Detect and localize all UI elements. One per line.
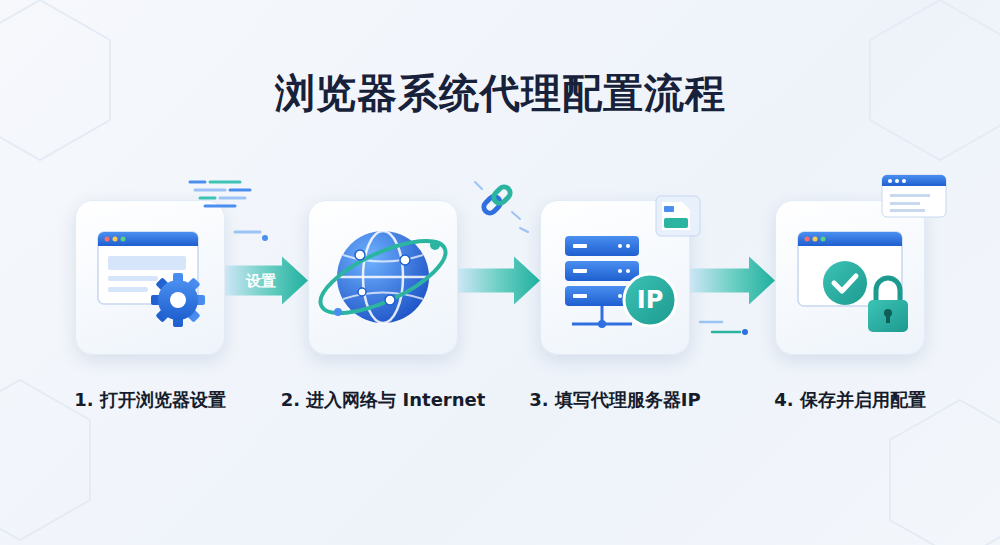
connector-dots [700,322,748,335]
card-box [75,200,225,355]
card-box [540,200,690,355]
step-label: 2. 进入网络与 Internet [263,386,503,413]
code-lines [190,182,268,241]
flow-arrow [458,257,540,305]
flow-arrow [690,257,775,305]
server-icon [565,196,700,328]
browser-secure-icon [798,175,946,332]
step-label: 1. 打开浏览器设置 [30,386,270,413]
card-box [308,200,458,355]
badge-text: IP [637,286,664,314]
step-card: 3. 填写代理服务器IP [540,200,690,355]
globe-icon [311,227,455,328]
flow-arrow [225,257,308,305]
diagram-title: 浏览器系统代理配置流程 [0,66,1000,121]
step-card: 2. 进入网络与 Internet [308,200,458,355]
spark-lines [475,182,528,232]
link-icon [481,184,512,215]
arrow-label: 设置 [246,271,276,290]
step-label: 3. 填写代理服务器IP [495,386,735,413]
step-card: 4. 保存并启用配置 [775,200,925,355]
step-card: 1. 打开浏览器设置 [75,200,225,355]
browser-settings-icon [98,232,205,327]
step-label: 4. 保存并启用配置 [730,386,970,413]
card-box [775,200,925,355]
